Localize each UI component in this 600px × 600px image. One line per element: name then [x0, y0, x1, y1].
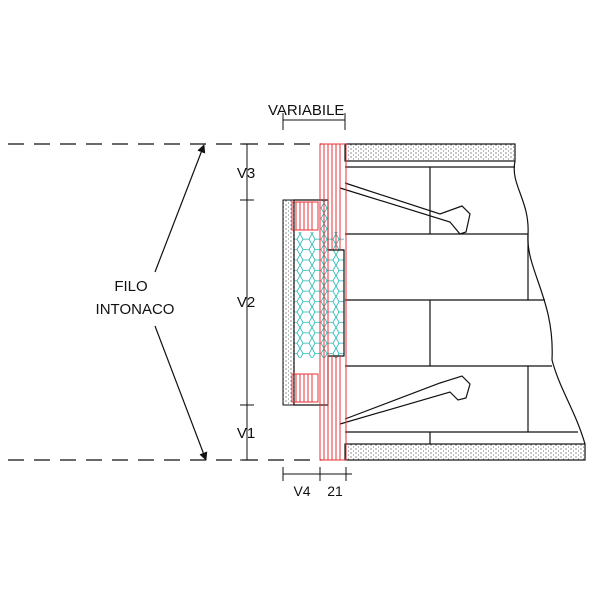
concrete-top-band	[344, 143, 516, 162]
masonry-wall	[344, 143, 586, 461]
arrow-up	[154, 144, 206, 273]
anchor-bottom	[339, 375, 471, 425]
concrete-bottom-band	[344, 443, 586, 461]
v3-label: V3	[237, 165, 255, 182]
frame-jamb-outer	[319, 143, 347, 461]
wall-anchors	[339, 182, 471, 425]
frame-block-top	[291, 201, 319, 231]
arrow-down	[154, 325, 208, 461]
anchor-top	[339, 182, 471, 235]
v1-label: V1	[237, 425, 255, 442]
frame-block-bottom	[291, 373, 319, 403]
plaster-lines	[8, 143, 322, 461]
v2-label: V2	[237, 294, 255, 311]
dimensions	[240, 113, 352, 481]
insulation-fill	[294, 232, 344, 358]
timber-frame	[291, 143, 347, 461]
leader-arrows	[154, 144, 208, 461]
v4-label: V4	[293, 483, 310, 499]
wall-break-line	[513, 160, 586, 445]
dim-21-label: 21	[327, 483, 343, 499]
insulation-panel	[282, 199, 345, 406]
variabile-label: VARIABILE	[268, 102, 344, 119]
filo-label: FILO	[114, 278, 147, 295]
intonaco-label: INTONACO	[96, 301, 175, 318]
